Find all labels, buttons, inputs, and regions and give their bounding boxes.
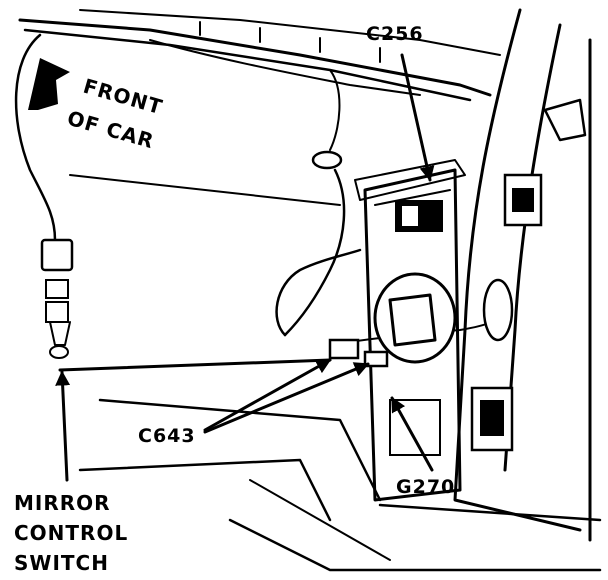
mirror-control-switch-label-2: CONTROL — [14, 521, 128, 545]
g270-label: G270 — [396, 476, 455, 498]
c256-leader — [400, 53, 435, 182]
front-of-car-arrow — [28, 58, 70, 110]
g270-leader — [390, 396, 434, 472]
mirror-control-switch-label-1: MIRROR — [14, 491, 111, 515]
c256-label: C256 — [366, 23, 424, 45]
c643-leader-2 — [203, 362, 370, 434]
mirror-control-switch-label-3: SWITCH — [14, 551, 109, 575]
door-frame — [453, 8, 592, 542]
dashboard-outline — [18, 9, 501, 206]
c643-leader-1 — [203, 358, 332, 432]
kick-panel — [328, 168, 462, 502]
mirror-switch-leader — [55, 370, 71, 482]
floor-sill — [58, 358, 602, 572]
c643-label: C643 — [138, 425, 196, 447]
mirror-harness — [14, 33, 74, 359]
